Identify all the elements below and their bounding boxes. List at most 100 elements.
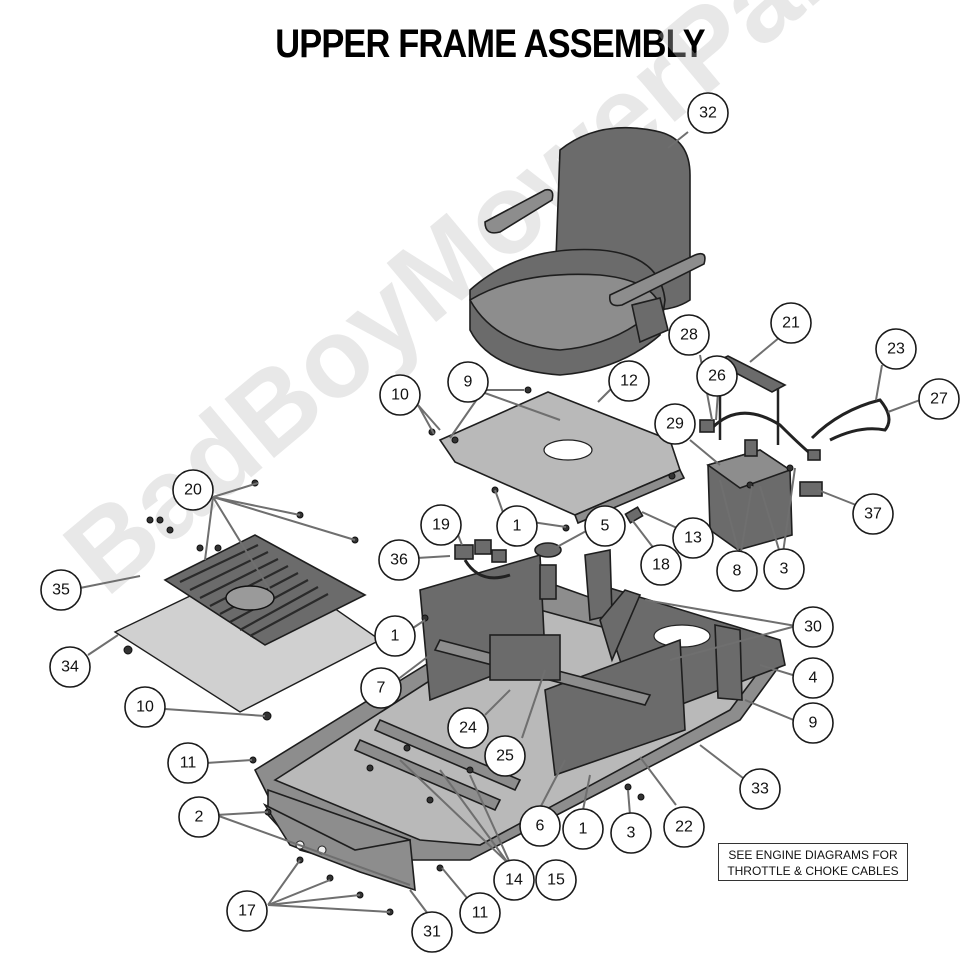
svg-text:9: 9	[464, 374, 473, 391]
callout-8: 8	[716, 550, 758, 592]
svg-text:9: 9	[809, 715, 818, 732]
svg-text:4: 4	[809, 670, 818, 687]
svg-text:14: 14	[505, 872, 523, 889]
svg-text:11: 11	[472, 905, 489, 922]
svg-text:26: 26	[708, 368, 726, 385]
battery-cables-part	[699, 398, 891, 497]
svg-text:12: 12	[620, 373, 638, 390]
callout-13: 13	[672, 517, 714, 559]
callout-32: 32	[687, 92, 729, 134]
callout-labels: 32 21 23 28 26 27 9 12 10 29 20 37 1 5 1…	[40, 92, 960, 953]
page-title: UPPER FRAME ASSEMBLY	[275, 22, 705, 66]
spring-bumper-part	[534, 506, 644, 600]
callout-5: 5	[584, 505, 626, 547]
svg-text:6: 6	[536, 818, 545, 835]
seat-plate-part	[438, 391, 686, 525]
svg-text:34: 34	[61, 659, 79, 676]
svg-text:37: 37	[864, 506, 882, 523]
callout-1: 1	[374, 615, 416, 657]
svg-text:10: 10	[136, 699, 154, 716]
callout-9: 9	[447, 361, 489, 403]
svg-text:31: 31	[423, 924, 441, 941]
callout-37: 37	[852, 493, 894, 535]
callout-34: 34	[49, 646, 91, 688]
callout-10: 10	[379, 374, 421, 416]
callout-24: 24	[447, 707, 489, 749]
seat-part	[468, 126, 706, 376]
svg-text:17: 17	[238, 903, 256, 920]
svg-text:1: 1	[513, 518, 522, 535]
svg-text:20: 20	[184, 482, 202, 499]
hardware-bolts	[123, 386, 794, 916]
callout-11: 11	[459, 892, 501, 934]
callout-30: 30	[792, 606, 834, 648]
svg-text:32: 32	[699, 105, 717, 122]
svg-text:22: 22	[675, 819, 693, 836]
front-bracket-part	[262, 803, 416, 892]
callout-36: 36	[378, 539, 420, 581]
svg-text:1: 1	[579, 821, 588, 838]
callout-3: 3	[610, 812, 652, 854]
wiring-harness-part	[454, 539, 511, 580]
svg-text:25: 25	[496, 748, 514, 765]
callout-27: 27	[918, 378, 960, 420]
svg-text:28: 28	[680, 327, 698, 344]
svg-text:7: 7	[377, 680, 386, 697]
upper-frame-part	[253, 549, 786, 882]
engine-diagram-note: SEE ENGINE DIAGRAMS FOR THROTTLE & CHOKE…	[718, 843, 908, 881]
svg-text:10: 10	[391, 387, 409, 404]
callout-3: 3	[763, 548, 805, 590]
callout-11: 11	[167, 742, 209, 784]
note-line-2: THROTTLE & CHOKE CABLES	[727, 864, 899, 878]
callout-9: 9	[792, 702, 834, 744]
svg-text:23: 23	[887, 341, 905, 358]
callout-2: 2	[178, 796, 220, 838]
callout-10: 10	[124, 686, 166, 728]
svg-text:13: 13	[684, 530, 702, 547]
svg-text:2: 2	[195, 809, 204, 826]
callout-29: 29	[654, 403, 696, 445]
callout-4: 4	[792, 657, 834, 699]
svg-text:24: 24	[459, 720, 477, 737]
svg-text:3: 3	[627, 825, 636, 842]
svg-text:29: 29	[666, 416, 684, 433]
svg-text:21: 21	[782, 315, 800, 332]
svg-text:36: 36	[390, 552, 408, 569]
callout-12: 12	[608, 360, 650, 402]
callout-26: 26	[696, 355, 738, 397]
svg-text:5: 5	[601, 518, 610, 535]
note-line-1: SEE ENGINE DIAGRAMS FOR	[728, 848, 898, 862]
svg-text:8: 8	[733, 563, 742, 580]
svg-text:19: 19	[432, 517, 450, 534]
callout-20: 20	[172, 469, 214, 511]
callout-18: 18	[640, 544, 682, 586]
callout-7: 7	[360, 667, 402, 709]
callout-21: 21	[770, 302, 812, 344]
callout-15: 15	[535, 859, 577, 901]
callout-19: 19	[420, 504, 462, 546]
svg-text:33: 33	[751, 781, 769, 798]
callout-1: 1	[496, 505, 538, 547]
svg-text:18: 18	[652, 557, 670, 574]
callout-17: 17	[226, 890, 268, 932]
callout-28: 28	[668, 314, 710, 356]
callout-31: 31	[411, 911, 453, 953]
svg-text:30: 30	[804, 619, 822, 636]
svg-text:15: 15	[547, 872, 565, 889]
floor-mat-part	[163, 534, 367, 646]
callout-6: 6	[519, 805, 561, 847]
callout-14: 14	[493, 859, 535, 901]
callout-35: 35	[40, 569, 82, 611]
callout-25: 25	[484, 735, 526, 777]
svg-text:35: 35	[52, 582, 70, 599]
svg-text:11: 11	[180, 755, 197, 772]
callout-22: 22	[663, 806, 705, 848]
leader-lines	[79, 131, 921, 915]
callout-1: 1	[562, 808, 604, 850]
svg-text:27: 27	[930, 391, 948, 408]
callout-33: 33	[739, 768, 781, 810]
svg-text:3: 3	[780, 561, 789, 578]
callout-23: 23	[875, 328, 917, 370]
svg-text:1: 1	[391, 628, 400, 645]
